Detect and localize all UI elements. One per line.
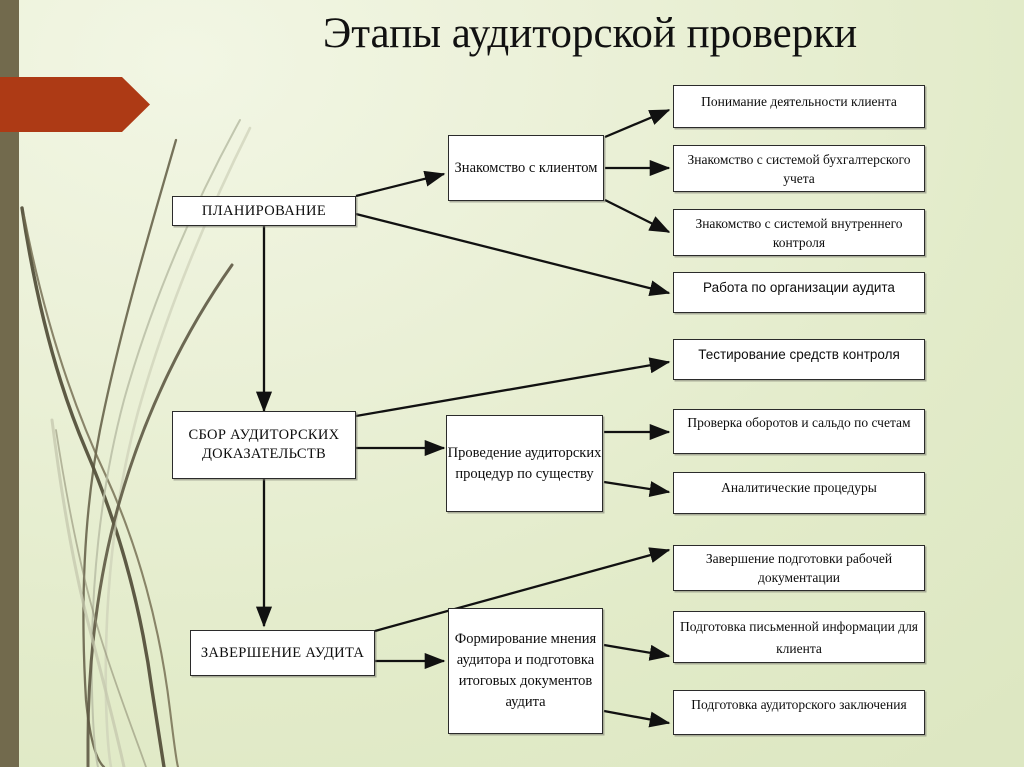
node-accounting-label: Знакомство с системой бухгалтерского уче… xyxy=(687,152,911,186)
edge-acquaintance-internal xyxy=(604,198,671,234)
left-accent-bar xyxy=(0,0,19,767)
node-accounting[interactable]: Знакомство с системой бухгалтерского уче… xyxy=(673,145,925,192)
node-understanding-label: Понимание деятельности клиента xyxy=(701,94,897,109)
page-title: Этапы аудиторской проверки xyxy=(322,10,858,57)
node-evidence-label: СБОР АУДИТОРСКИХ ДОКАЗАТЕЛЬСТВ xyxy=(188,427,340,462)
node-conclusion-label: Подготовка аудиторского заключения xyxy=(691,697,907,712)
node-testing[interactable]: Тестирование средств контроля xyxy=(673,339,925,380)
node-written-label: Подготовка письменной информации для кли… xyxy=(679,619,919,656)
node-turnover[interactable]: Проверка оборотов и сальдо по счетам xyxy=(673,409,925,454)
node-understanding[interactable]: Понимание деятельности клиента xyxy=(673,85,925,128)
node-conclusion[interactable]: Подготовка аудиторского заключения xyxy=(673,690,925,735)
node-acquaintance-label: Знакомство с клиентом xyxy=(454,159,598,176)
edge-planning-organization xyxy=(355,212,671,297)
node-acquaintance[interactable]: Знакомство с клиентом xyxy=(448,135,604,201)
node-internal-label: Знакомство с системой внутреннего контро… xyxy=(695,216,903,250)
node-workdocs[interactable]: Завершение подготовки рабочей документац… xyxy=(673,545,925,591)
node-procedures[interactable]: Проведение аудиторских процедур по сущес… xyxy=(446,415,603,512)
node-organization[interactable]: Работа по организации аудита xyxy=(673,272,925,313)
edge-planning-acquaintance xyxy=(355,170,446,198)
node-written[interactable]: Подготовка письменной информации для кли… xyxy=(673,611,925,663)
node-turnover-label: Проверка оборотов и сальдо по счетам xyxy=(687,415,911,430)
edge-opinion-conclusion xyxy=(603,709,671,728)
node-opinion[interactable]: Формирование мнения аудитора и подготовк… xyxy=(448,608,603,734)
node-planning[interactable]: ПЛАНИРОВАНИЕ xyxy=(172,196,356,226)
node-evidence[interactable]: СБОР АУДИТОРСКИХ ДОКАЗАТЕЛЬСТВ xyxy=(172,411,356,479)
node-planning-label: ПЛАНИРОВАНИЕ xyxy=(201,202,327,219)
node-analytical-label: Аналитические процедуры xyxy=(721,480,877,495)
node-opinion-label: Формирование мнения аудитора и подготовк… xyxy=(454,631,597,710)
node-procedures-label: Проведение аудиторских процедур по сущес… xyxy=(447,444,602,482)
edge-acquaintance-understanding xyxy=(604,108,671,139)
node-completion-label: ЗАВЕРШЕНИЕ АУДИТА xyxy=(200,644,365,661)
edge-opinion-written xyxy=(603,643,671,661)
node-completion[interactable]: ЗАВЕРШЕНИЕ АУДИТА xyxy=(190,630,375,676)
node-testing-label: Тестирование средств контроля xyxy=(698,347,900,362)
edge-evidence-testing xyxy=(355,357,671,418)
edge-procedures-analytical xyxy=(603,480,671,498)
node-workdocs-label: Завершение подготовки рабочей документац… xyxy=(705,551,893,585)
node-analytical[interactable]: Аналитические процедуры xyxy=(673,472,925,514)
node-internal[interactable]: Знакомство с системой внутреннего контро… xyxy=(673,209,925,256)
node-organization-label: Работа по организации аудита xyxy=(703,280,895,295)
